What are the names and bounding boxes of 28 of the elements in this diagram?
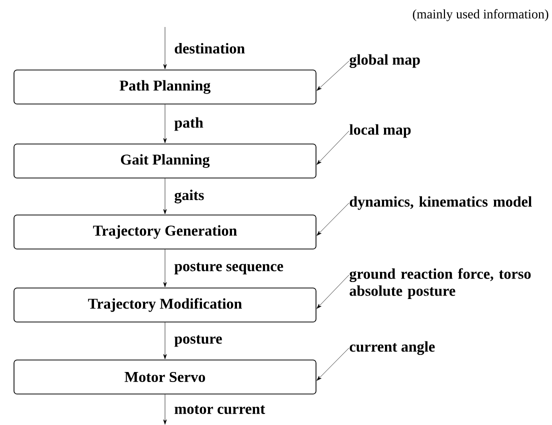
edge-label: motor current <box>174 405 266 414</box>
edge-label: destination <box>174 43 245 54</box>
process-box: Gait Planning <box>14 144 316 178</box>
process-box: Path Planning <box>14 70 316 104</box>
info-text: global map <box>350 54 420 68</box>
arrow <box>163 249 167 288</box>
process-box: Trajectory Generation <box>14 214 316 250</box>
leader-line <box>316 274 350 309</box>
note-text: (mainly used information) <box>412 9 548 22</box>
edge-label: posture <box>174 335 222 347</box>
leader-line <box>316 202 350 236</box>
process-box: Motor Servo <box>14 360 316 394</box>
leader-line <box>316 348 350 381</box>
edge-label: path <box>174 117 204 131</box>
leader-line <box>316 130 350 165</box>
arrow <box>163 322 167 360</box>
arrow <box>163 26 167 70</box>
info-text: current angle <box>350 341 435 355</box>
info-text: ground reaction force, torso absolute posture <box>350 268 531 299</box>
arrow <box>163 394 167 425</box>
process-box: Trajectory Modification <box>14 288 316 322</box>
edge-label: posture sequence <box>174 262 284 274</box>
edge-label: gaits <box>174 190 204 204</box>
arrow <box>163 178 167 214</box>
info-text: local map <box>350 124 411 138</box>
info-text: dynamics, kinematics model <box>350 196 532 210</box>
leader-line <box>316 60 350 91</box>
arrow <box>163 104 167 144</box>
